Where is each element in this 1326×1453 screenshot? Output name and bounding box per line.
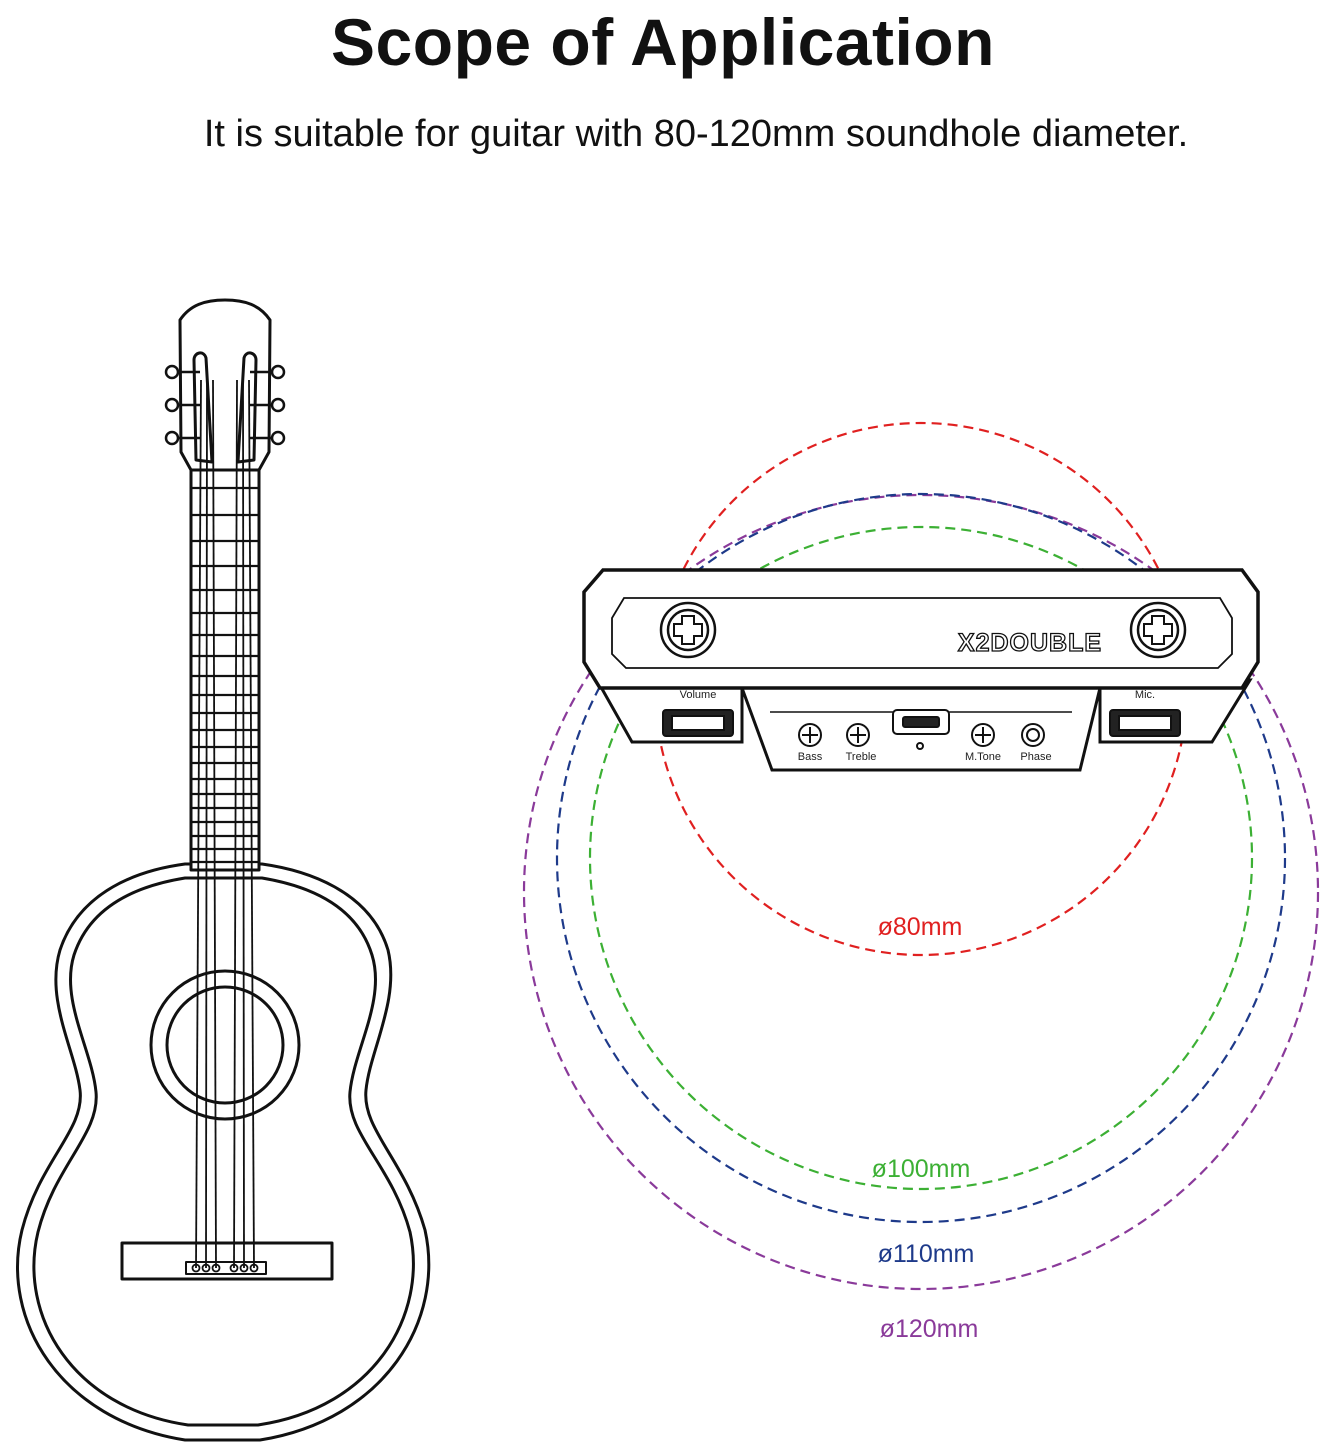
pickup-screw-left	[659, 601, 717, 659]
guitar-neck	[189, 468, 261, 872]
page-title: Scope of Application	[331, 5, 995, 79]
guitar-strings	[195, 379, 255, 1269]
mic-wheel	[1109, 709, 1181, 737]
guitar-tuners	[164, 364, 286, 446]
phase-button	[1021, 723, 1045, 747]
volume-wheel	[662, 709, 734, 737]
pickup-device: X2DOUBLE Volume Mic. Bass	[582, 568, 1260, 772]
mtone-knob	[971, 723, 995, 747]
mic-label: Mic.	[1135, 689, 1155, 701]
pickup-screw-right	[1129, 601, 1187, 659]
mtone-label: M.Tone	[965, 751, 1001, 763]
guitar-saddle	[185, 1261, 267, 1275]
guitar-headstock-slot-left	[192, 351, 214, 464]
guitar-rosette-outer	[149, 969, 301, 1121]
treble-knob	[846, 723, 870, 747]
phase-label: Phase	[1020, 751, 1051, 763]
label-100mm: ø100mm	[872, 1155, 971, 1183]
guitar-body-outer	[16, 862, 431, 1442]
label-120mm: ø120mm	[880, 1315, 979, 1343]
pickup-bar	[582, 568, 1260, 690]
label-80mm: ø80mm	[878, 913, 963, 941]
pickup-brand-logo: X2DOUBLE	[958, 629, 1102, 657]
circle-110mm	[555, 492, 1287, 1224]
volume-label: Volume	[680, 689, 717, 701]
guitar-rosette-inner	[165, 985, 285, 1105]
guitar-bridge-pins	[191, 1263, 259, 1273]
guitar-frets	[191, 486, 259, 864]
bass-knob	[798, 723, 822, 747]
page-subtitle: It is suitable for guitar with 80-120mm …	[203, 113, 1189, 155]
circle-100mm	[588, 525, 1254, 1191]
guitar-illustration	[16, 298, 431, 1442]
label-110mm: ø110mm	[878, 1240, 975, 1268]
guitar-body-inner	[32, 876, 415, 1427]
treble-label: Treble	[846, 751, 877, 763]
guitar-headstock-slot-right	[236, 351, 258, 464]
circle-120mm	[522, 493, 1320, 1291]
usb-port-icon	[892, 709, 950, 750]
bass-label: Bass	[798, 751, 823, 763]
guitar-headstock	[178, 298, 272, 472]
